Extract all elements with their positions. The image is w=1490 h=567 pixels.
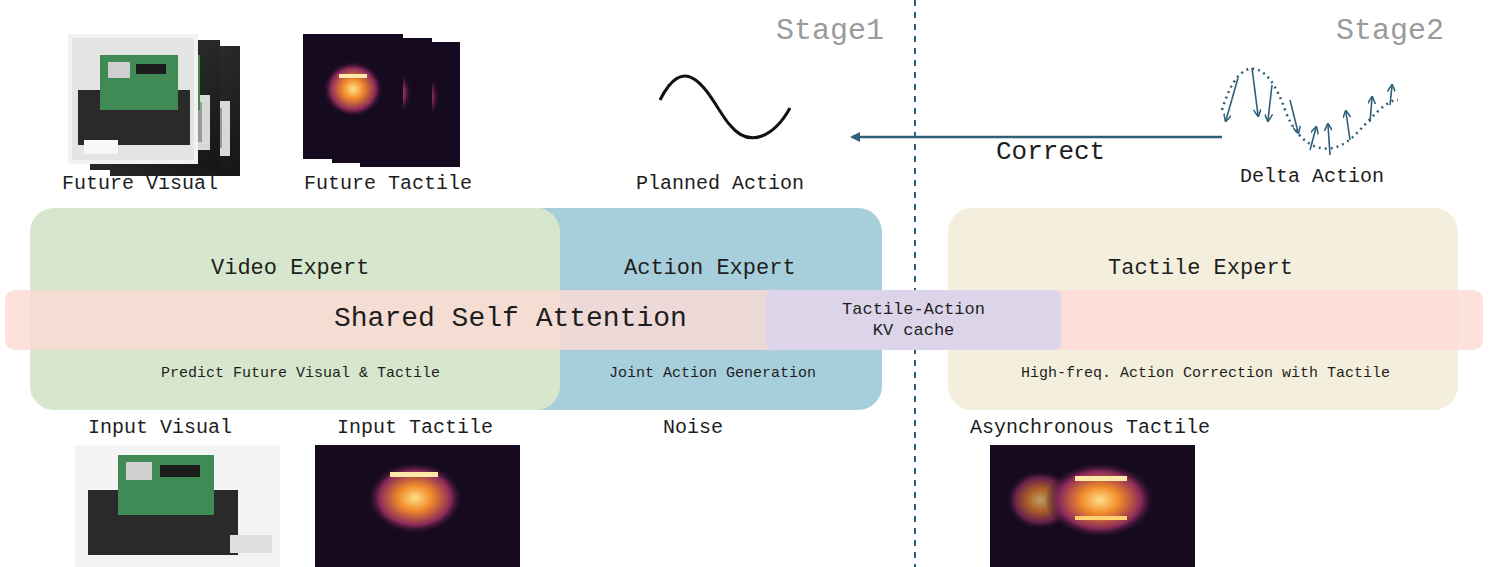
image-caption: Input Visual [88, 416, 232, 439]
node-subtitle: Predict Future Visual & Tactile [161, 365, 440, 382]
image-caption: Future Visual [62, 172, 218, 195]
attention-band: Shared Self Attention Tactile-Action KV c… [5, 290, 1483, 350]
kv-cache-box: Tactile-Action KV cache [766, 290, 1061, 350]
node-title: Shared Self Attention [334, 303, 687, 335]
image-caption: Asynchronous Tactile [970, 416, 1210, 439]
input-visual-image [75, 445, 280, 567]
node-subtitle: Joint Action Generation [609, 365, 816, 382]
stage-label: Stage1 [776, 14, 884, 49]
node-subtitle: High-freq. Action Correction with Tactil… [1021, 365, 1390, 382]
action-caption: Delta Action [1240, 165, 1384, 188]
delta-action-curve [1222, 68, 1398, 155]
action-caption: Planned Action [636, 172, 804, 195]
image-caption: Input Tactile [337, 416, 493, 439]
stage-divider [914, 0, 916, 567]
node-title: Tactile-Action KV cache [831, 299, 996, 342]
async-tactile-image [990, 445, 1195, 567]
input-tactile-image [315, 445, 520, 567]
input-caption: Noise [663, 416, 723, 439]
stage-label: Stage2 [1336, 14, 1444, 49]
node-title: Action Expert [624, 256, 796, 281]
node-title: Video Expert [211, 256, 369, 281]
node-title: Tactile Expert [1108, 256, 1293, 281]
image-caption: Future Tactile [304, 172, 472, 195]
future-visual-frames [68, 34, 240, 176]
future-tactile-frames [303, 34, 460, 167]
arrow-label: Correct [996, 138, 1105, 168]
planned-action-curve [660, 76, 790, 138]
